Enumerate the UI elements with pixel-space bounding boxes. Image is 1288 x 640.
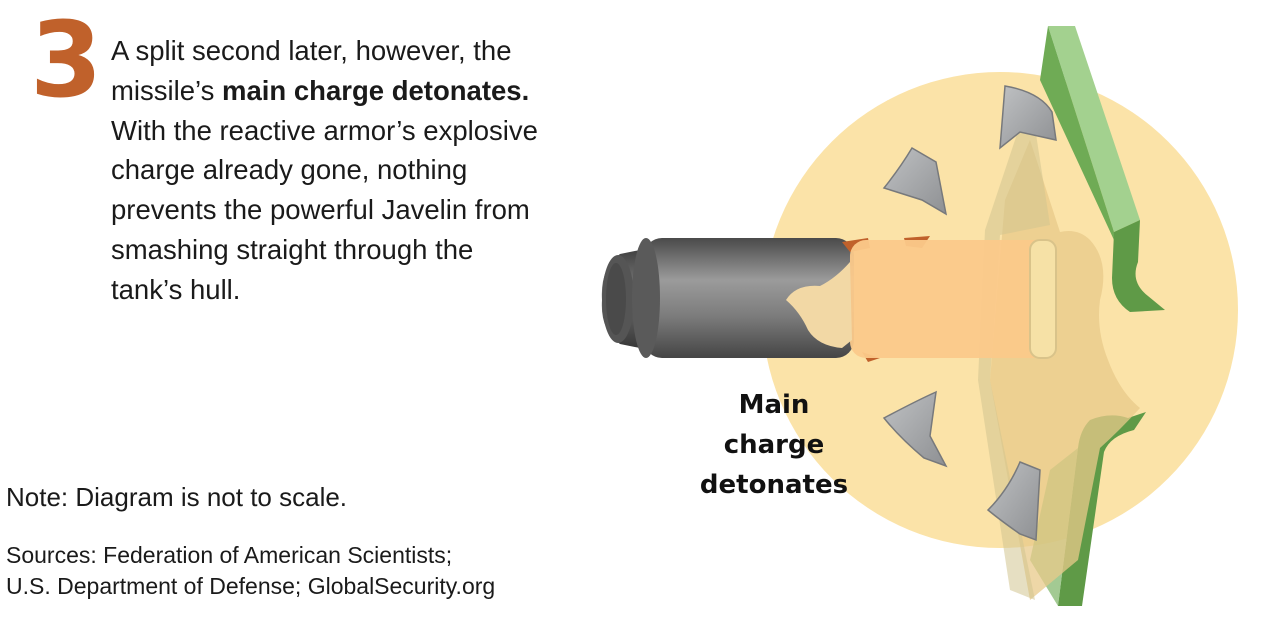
step-text-part-2: With the reactive armor’s explosive char… bbox=[111, 114, 538, 305]
charge-flash bbox=[786, 262, 852, 348]
shrapnel-shard-4 bbox=[986, 461, 1041, 542]
step-description: A split second later, however, the missi… bbox=[111, 31, 541, 310]
missile bbox=[601, 236, 1057, 362]
callout-line-2: charge bbox=[723, 430, 825, 460]
scale-note: Note: Diagram is not to scale. bbox=[6, 482, 348, 512]
sources-line-1: Sources: Federation of American Scientis… bbox=[6, 542, 453, 568]
callout-line-3: detonates bbox=[699, 470, 849, 500]
main-charge bbox=[850, 240, 1050, 358]
sources-line-2: U.S. Department of Defense; GlobalSecuri… bbox=[6, 573, 496, 599]
shrapnel-shard-2 bbox=[882, 146, 948, 216]
armor-plate-upper bbox=[1040, 26, 1165, 312]
step-number: 3 bbox=[30, 0, 103, 121]
missile-casing bbox=[644, 238, 854, 358]
shrapnel-shard-1 bbox=[999, 85, 1057, 150]
sources-credit: Sources: Federation of American Scientis… bbox=[6, 540, 495, 602]
plate-shadow bbox=[978, 95, 1050, 600]
main-charge-callout: Main charge detonates bbox=[693, 385, 855, 505]
step-text-emphasis: main charge detonates. bbox=[222, 74, 530, 106]
callout-line-1: Main bbox=[738, 390, 810, 420]
step-text-part-1: A split second later, however, the missi… bbox=[111, 35, 512, 106]
shrapnel-shard-3 bbox=[882, 390, 948, 468]
shrapnel-fragments bbox=[882, 85, 1057, 542]
